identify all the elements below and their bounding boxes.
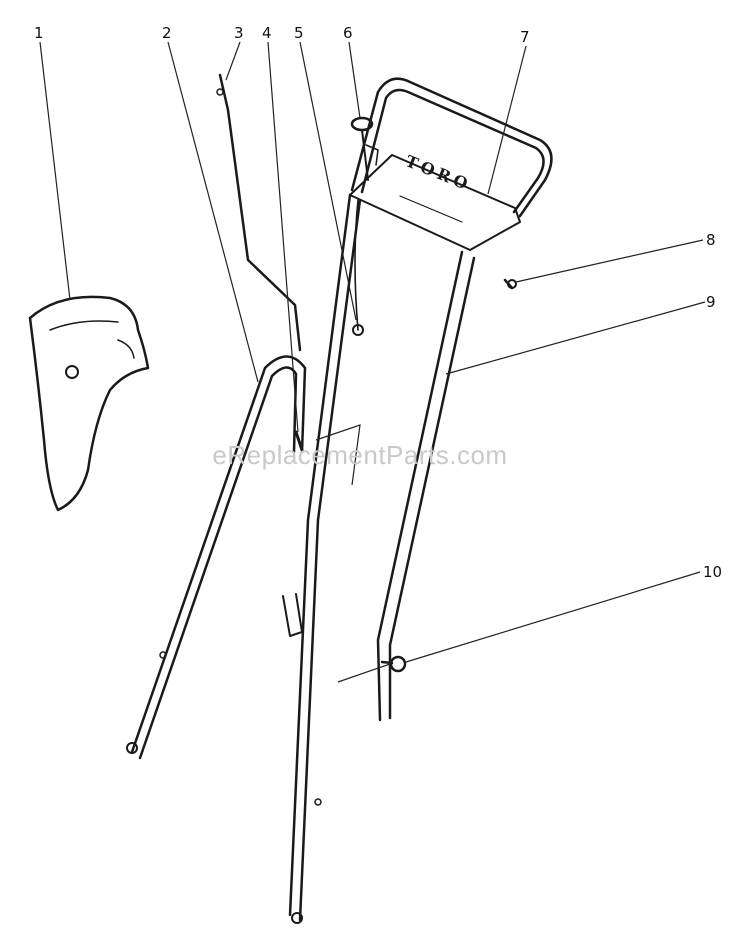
watermark: eReplacementParts.com	[212, 440, 508, 470]
callout-2: 2	[162, 24, 172, 42]
callout-9: 9	[706, 293, 716, 311]
callout-10: 10	[703, 563, 722, 581]
leader-lines	[39, 41, 706, 663]
callout-7: 7	[520, 28, 530, 46]
part-1-grass-shield	[28, 295, 150, 512]
bolt-icon	[65, 365, 79, 379]
part-4-clip	[294, 430, 304, 452]
assembly-guide	[315, 424, 391, 683]
callout-6: 6	[343, 24, 353, 42]
part-3-control-rod	[216, 73, 302, 352]
part-2-lower-handle-tube	[126, 355, 307, 760]
part-5-cable	[352, 199, 364, 336]
part-10-bolt	[380, 655, 407, 673]
brand-label: TORO	[403, 151, 474, 194]
callout-8: 8	[706, 231, 716, 249]
callout-4: 4	[262, 24, 272, 42]
callout-3: 3	[234, 24, 244, 42]
part-7-upper-handle	[349, 77, 553, 251]
callout-1: 1	[34, 24, 44, 42]
callout-5: 5	[294, 24, 304, 42]
part-8-screw	[503, 278, 517, 290]
part-9-main-handle-tube	[282, 193, 476, 924]
